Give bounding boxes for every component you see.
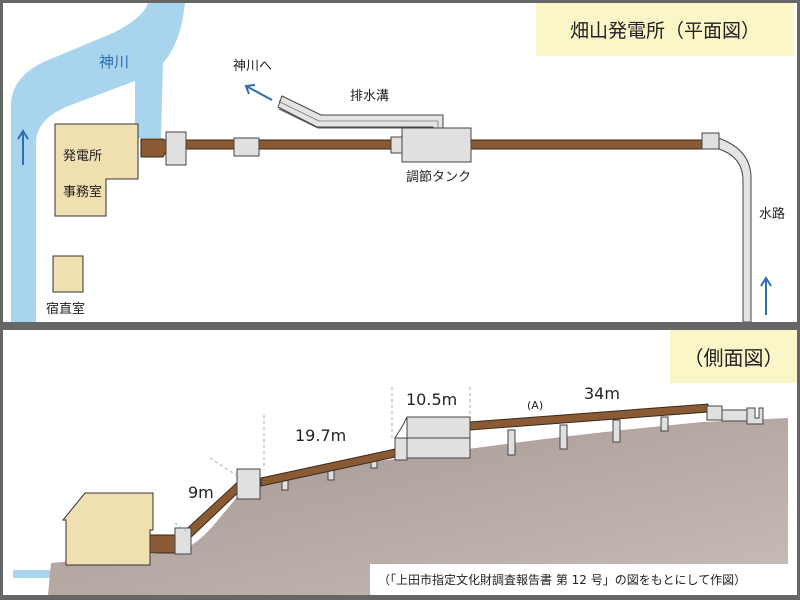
- anchor-block: [165, 131, 187, 166]
- head-channel-u: [746, 407, 764, 425]
- river: [11, 3, 185, 322]
- head-channel: [721, 409, 748, 422]
- pipe-support: [660, 416, 669, 432]
- drain-label: 排水溝: [350, 89, 390, 104]
- side-view-panel: （側面図） 9m 19.7m 10.5m 34m (A) （「上田市指定文化財調…: [3, 330, 797, 595]
- dimension-19-7m: 19.7m: [295, 426, 347, 445]
- quarters-label: 宿直室: [46, 302, 86, 317]
- river-water: [13, 570, 53, 578]
- up-arrow-icon: [17, 129, 29, 165]
- head-block: [706, 405, 723, 421]
- plan-view-panel: 畑山発電所（平面図） 神川 神川へ 排水溝 発電所 事務室 調節タンク 水路 宿…: [3, 3, 797, 322]
- pipe-support: [507, 429, 516, 456]
- ground-slope: [48, 418, 788, 595]
- regulating-tank: [394, 416, 471, 459]
- powerhouse-building: [61, 492, 154, 566]
- side-view-drawing: [13, 387, 788, 595]
- dimension-34m: 34m: [584, 384, 620, 403]
- source-note: （「上田市指定文化財調査報告書 第 12 号」の図をもとにして作図）: [370, 564, 797, 595]
- up-arrow-icon: [760, 276, 772, 315]
- powerhouse-building: [54, 123, 139, 217]
- tank-inlet: [390, 136, 404, 154]
- anchor-block: [236, 468, 261, 500]
- river-label: 神川: [99, 53, 130, 71]
- regulating-tank: [401, 127, 472, 163]
- plan-view-drawing: [11, 3, 772, 322]
- pipe-outlet: [140, 138, 170, 158]
- pipe-support: [559, 424, 568, 450]
- anchor-block: [174, 527, 192, 555]
- side-view-title: （側面図）: [670, 330, 797, 383]
- dimension-guides: [174, 387, 471, 532]
- anchor-block: [233, 137, 260, 157]
- anchor-block: [701, 132, 720, 150]
- diagonal-arrow-icon: [244, 84, 273, 101]
- office-label: 事務室: [63, 185, 103, 200]
- powerhouse-label: 発電所: [63, 149, 103, 164]
- quarters-building: [52, 255, 84, 293]
- tank-inlet: [394, 437, 408, 461]
- pipe-support: [612, 419, 621, 443]
- waterway: [714, 136, 752, 322]
- dimension-10-5m: 10.5m: [406, 390, 458, 409]
- waterway-label: 水路: [759, 207, 786, 222]
- plan-view-title: 畑山発電所（平面図）: [536, 3, 794, 56]
- dimension-9m: 9m: [188, 483, 214, 502]
- marker-a: (A): [527, 399, 544, 412]
- to-river-label: 神川へ: [233, 59, 273, 74]
- tank-label: 調節タンク: [406, 170, 472, 185]
